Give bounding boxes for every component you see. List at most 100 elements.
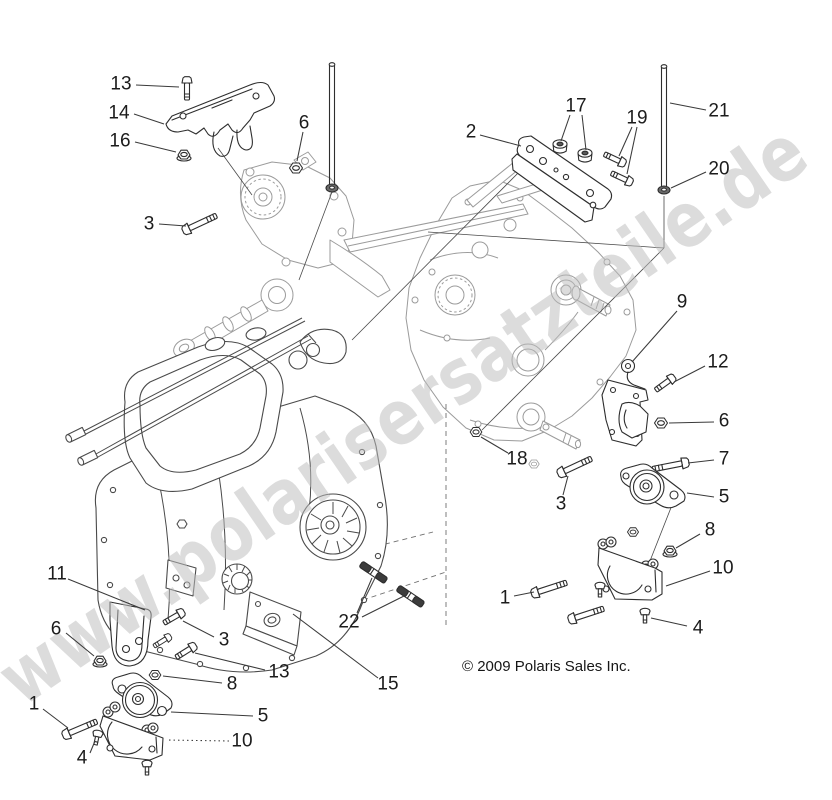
callout-leader-8-27 (162, 675, 223, 684)
callout-label-4-31: 4 (77, 748, 88, 769)
callout-label-12-11: 12 (707, 352, 728, 373)
callout-label-15-22: 15 (377, 674, 398, 695)
callout-leader-19-7 (618, 126, 633, 157)
callout-leader-17-6 (560, 114, 571, 142)
callout-leader-3-18 (562, 475, 569, 496)
transmission-illustration (405, 157, 637, 469)
callout-leader-3-25 (182, 620, 215, 638)
part-bolts-19 (601, 149, 636, 189)
callout-label-8-15: 8 (705, 520, 716, 541)
callout-leader-15-22 (292, 613, 379, 679)
callout-leader-16-2 (134, 141, 177, 153)
callout-label-10-30: 10 (231, 731, 252, 752)
callout-leader-6-3 (296, 131, 304, 162)
part-nut-pair-8b (627, 527, 678, 558)
callout-leader-5-14 (686, 492, 715, 498)
part-rod-21 (657, 64, 671, 195)
callout-leader-9-10 (631, 310, 678, 363)
part-screw-4c (90, 728, 105, 747)
callout-leader-22-21 (356, 577, 373, 614)
callout-leader-21-8 (669, 102, 707, 111)
callout-label-6-24: 6 (51, 619, 62, 640)
callout-label-17-6: 17 (565, 96, 586, 117)
callout-leader-10-30 (165, 739, 230, 742)
part-bracket-10b (597, 536, 663, 601)
part-rod-left (325, 62, 339, 193)
part-bolt-c (566, 602, 606, 626)
part-nut-8c (148, 670, 162, 680)
callout-label-1-29: 1 (29, 694, 40, 715)
callout-label-10-16: 10 (712, 558, 733, 579)
callout-leader-4-20 (650, 617, 688, 627)
callout-label-7-13: 7 (719, 449, 730, 470)
callout-label-8-27: 8 (227, 674, 238, 695)
callout-leader-1-29 (42, 708, 69, 729)
callout-label-9-10: 9 (677, 292, 688, 313)
callout-label-16-2: 16 (109, 131, 130, 152)
callout-leader-6-12 (668, 421, 715, 424)
callout-leader-13-26 (194, 652, 266, 671)
part-nut-6b (653, 417, 669, 429)
callout-label-3-4: 3 (144, 214, 155, 235)
callout-label-1-19: 1 (500, 588, 511, 609)
callout-leader-18-17 (480, 436, 509, 454)
part-bracket-11 (109, 601, 152, 667)
callout-label-6-3: 6 (299, 113, 310, 134)
part-nut-16 (176, 149, 192, 162)
callout-leader-13-0 (135, 84, 180, 88)
callout-label-5-14: 5 (719, 487, 730, 508)
part-mount-5b (620, 463, 686, 509)
part-bolt-1b (529, 576, 569, 600)
copyright-text: © 2009 Polaris Sales Inc. (462, 658, 631, 675)
callout-leader-6-24 (65, 632, 95, 657)
callout-leader-10-16 (665, 570, 711, 587)
hardware-parts (60, 62, 691, 776)
callout-label-21-8: 21 (708, 101, 729, 122)
callout-leader-14-1 (133, 113, 165, 125)
part-bolt-12 (652, 371, 679, 395)
part-bolt-3b (555, 453, 595, 480)
part-mount-5c (111, 672, 173, 719)
callout-leader-8-15 (675, 533, 701, 549)
callout-label-18-17: 18 (506, 449, 527, 470)
part-bracket-10c (99, 701, 164, 761)
callout-leader-22-21 (361, 595, 405, 618)
callout-leader-17-6 (581, 114, 587, 151)
part-plate-2 (511, 135, 613, 223)
callout-leader-4-31 (89, 740, 96, 754)
callout-leader-11-23 (67, 578, 146, 611)
part-bracket-9 (601, 358, 649, 447)
callout-leader-19-7 (626, 126, 638, 175)
callout-leader-1-19 (513, 591, 535, 597)
part-nut-6a (288, 162, 304, 174)
callout-leader-7-13 (687, 459, 715, 464)
callout-label-22-21: 22 (338, 612, 359, 633)
callout-label-4-20: 4 (693, 618, 704, 639)
part-screw-4b (639, 607, 651, 624)
callout-label-6-12: 6 (719, 411, 730, 432)
callout-label-13-0: 13 (110, 74, 131, 95)
callout-label-11-23: 11 (47, 564, 67, 585)
callout-label-20-9: 20 (708, 159, 729, 180)
callout-leader-20-9 (670, 171, 707, 189)
callout-label-2-5: 2 (466, 122, 477, 143)
callout-label-3-25: 3 (219, 630, 230, 651)
part-bolt-13 (181, 76, 193, 101)
callout-leader-3-4 (158, 223, 187, 227)
callout-leader-5-28 (170, 711, 254, 717)
part-bolt-1c (60, 715, 100, 742)
callout-label-3-18: 3 (556, 494, 567, 515)
callout-leader-2-5 (479, 134, 522, 147)
callout-label-5-28: 5 (258, 706, 269, 727)
callout-label-14-1: 14 (108, 103, 130, 124)
part-bracket-14 (165, 81, 276, 157)
part-nut-18 (469, 427, 483, 437)
callout-leader-12-11 (673, 365, 706, 383)
part-bolt-3a (180, 210, 220, 237)
part-screw-bottom (141, 759, 153, 776)
callout-label-19-7: 19 (626, 108, 647, 129)
callout-label-13-26: 13 (268, 662, 289, 683)
